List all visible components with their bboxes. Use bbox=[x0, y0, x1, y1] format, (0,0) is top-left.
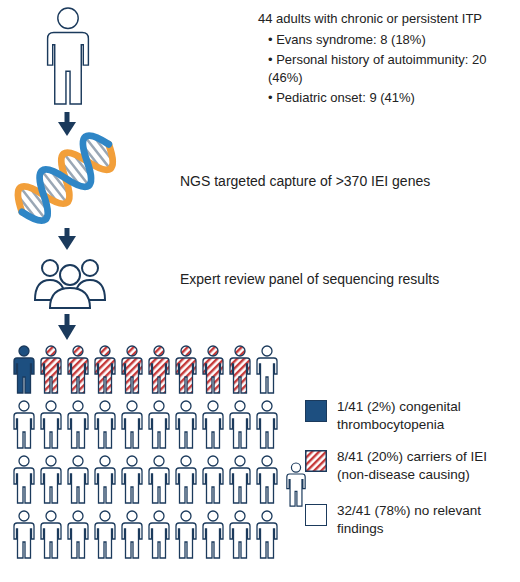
dna-icon bbox=[10, 128, 122, 228]
person-figure bbox=[122, 511, 142, 558]
person-figure bbox=[149, 401, 169, 448]
legend-swatch bbox=[305, 504, 327, 526]
flow-step: 44 adults with chronic or persistent ITP… bbox=[10, 4, 510, 112]
legend-text: 8/41 (20%) carriers of IEI (non-disease … bbox=[337, 448, 507, 483]
person-figure bbox=[41, 456, 61, 503]
person-figure bbox=[122, 346, 142, 393]
person-figure bbox=[230, 511, 250, 558]
step-bullet: • Evans syndrome: 8 (18%) bbox=[258, 31, 516, 49]
flow-arrow bbox=[58, 314, 76, 340]
people-grid bbox=[14, 346, 305, 558]
person-figure bbox=[230, 346, 250, 393]
person-figure bbox=[230, 401, 250, 448]
person-figure bbox=[14, 401, 34, 448]
person-figure bbox=[68, 401, 88, 448]
person-figure bbox=[95, 401, 115, 448]
person-figure bbox=[257, 401, 277, 448]
flow-arrow bbox=[58, 112, 76, 136]
person-figure bbox=[287, 463, 305, 506]
person-figure bbox=[68, 456, 88, 503]
person-figure bbox=[41, 401, 61, 448]
step-bullet: • Personal history of autoimmunity: 20 (… bbox=[258, 51, 516, 86]
person-figure bbox=[95, 346, 115, 393]
person-figure bbox=[257, 346, 277, 393]
hatch-swatch bbox=[305, 450, 327, 472]
flow-step: Expert review panel of sequencing result… bbox=[10, 250, 510, 310]
person-figure bbox=[176, 401, 196, 448]
person-figure bbox=[95, 511, 115, 558]
person-figure bbox=[257, 456, 277, 503]
person-figure bbox=[176, 456, 196, 503]
person-figure bbox=[149, 511, 169, 558]
person-figure bbox=[203, 346, 223, 393]
person-figure bbox=[230, 456, 250, 503]
flow-step: NGS targeted capture of >370 IEI genes bbox=[10, 136, 510, 228]
legend-text: 1/41 (2%) congenital thrombocytopenia bbox=[337, 398, 507, 433]
person-figure bbox=[14, 456, 34, 503]
person-figure bbox=[95, 456, 115, 503]
person-figure bbox=[68, 346, 88, 393]
person-figure bbox=[122, 401, 142, 448]
person-figure bbox=[203, 401, 223, 448]
person-figure bbox=[176, 346, 196, 393]
person-figure bbox=[41, 511, 61, 558]
step-bullet: • Pediatric onset: 9 (41%) bbox=[258, 89, 516, 107]
step-heading: 44 adults with chronic or persistent ITP bbox=[258, 10, 516, 28]
person-icon bbox=[48, 8, 89, 104]
person-figure bbox=[203, 456, 223, 503]
person-figure bbox=[122, 456, 142, 503]
panel-icon bbox=[35, 260, 105, 308]
person-figure bbox=[14, 346, 34, 393]
person-figure bbox=[149, 346, 169, 393]
person-figure bbox=[14, 511, 34, 558]
person-figure bbox=[149, 456, 169, 503]
person-figure bbox=[41, 346, 61, 393]
flow-arrow bbox=[58, 228, 76, 250]
legend-text: 32/41 (78%) no relevant findings bbox=[337, 502, 507, 537]
person-figure bbox=[257, 511, 277, 558]
legend-swatch bbox=[305, 400, 327, 422]
person-figure bbox=[176, 511, 196, 558]
person-figure bbox=[203, 511, 223, 558]
step-heading: Expert review panel of sequencing result… bbox=[180, 270, 500, 289]
step-heading: NGS targeted capture of >370 IEI genes bbox=[180, 172, 500, 191]
person-figure bbox=[68, 511, 88, 558]
